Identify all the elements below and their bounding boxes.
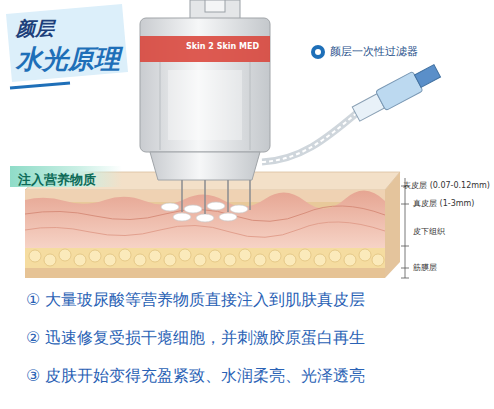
layer-label: 表皮层 (0.07-0.12mm) [403, 180, 490, 191]
device-brand: Skin 2 Skin MED [186, 42, 259, 51]
layer-label: 皮下组织 [413, 226, 445, 237]
filter-tube [262, 61, 442, 162]
list-item: ② 迅速修复受损干瘪细胞，并刺激胶原蛋白再生 [26, 328, 365, 349]
layer-label: 筋膜层 [413, 262, 437, 273]
layer-scale [401, 178, 409, 278]
list-item: ③ 皮肤开始变得充盈紧致、水润柔亮、光泽透亮 [26, 366, 365, 387]
label-icon-dot [315, 49, 321, 55]
layer-label: 真皮层 (1-3mm) [413, 198, 474, 209]
list-item: ① 大量玻尿酸等营养物质直接注入到肌肤真皮层 [26, 290, 365, 311]
label-icon [311, 45, 325, 59]
title-stroke [10, 83, 70, 88]
banner-text: 注入营养物质 [18, 172, 96, 187]
filter-label: 颜层一次性过滤器 [330, 44, 418, 59]
banner: 注入营养物质 [10, 166, 122, 187]
title: 颜层 水光原理 [16, 10, 128, 75]
injector-device [140, 0, 270, 214]
title-backdrop [6, 4, 128, 82]
